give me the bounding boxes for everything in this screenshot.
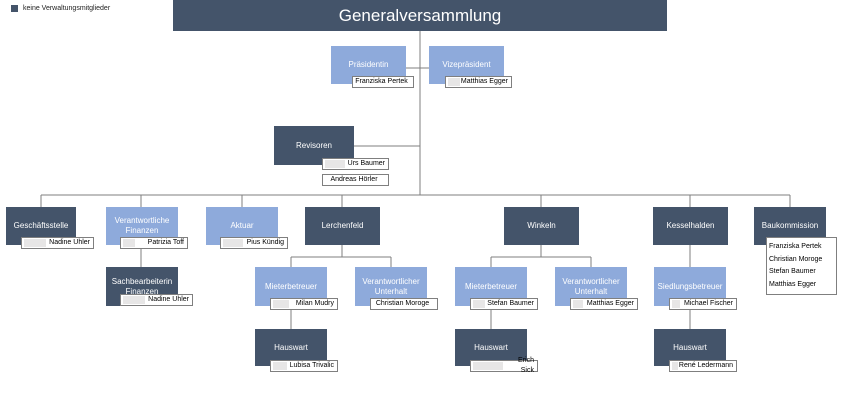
name-spacer	[123, 296, 145, 304]
winkeln-mieterbetreuer-name: Stefan Baumer	[487, 300, 534, 307]
lerchenfeld-unterhalt-name: Christian Moroge	[375, 300, 430, 307]
name-spacer	[473, 362, 503, 370]
kesselhalden-hauswart-box: Hauswart	[654, 329, 726, 366]
legend-swatch	[11, 5, 18, 12]
praesidentin-name-tag: Franziska Pertek	[352, 76, 414, 88]
kesselhalden-siedlungsbetreuer-name: Michael Fischer	[683, 300, 733, 307]
winkeln-unterhalt-name: Matthias Egger	[586, 300, 634, 307]
revisor-name-1: Urs Baumer	[347, 160, 385, 167]
lerchenfeld-hauswart-box: Hauswart	[255, 329, 327, 366]
kesselhalden-hauswart-name-tag: René Ledermann	[669, 360, 737, 372]
kesselhalden-siedlungsbetreuer-name-tag: Michael Fischer	[669, 298, 737, 310]
winkeln-box: Winkeln	[504, 207, 579, 245]
sachbearbeiterin-name-tag: Nadine Uhler	[120, 294, 193, 306]
winkeln-hauswart-name: Erich Sick	[518, 357, 534, 374]
winkeln-unterhalt-name-tag: Matthias Egger	[570, 298, 638, 310]
legend: keine Verwaltungsmitglieder	[11, 5, 110, 12]
geschaeftsstelle-name-tag: Nadine Uhler	[21, 237, 94, 249]
lerchenfeld-hauswart-name-tag: Lubisa Trivalic	[270, 360, 338, 372]
aktuar-name: Pius Kündig	[246, 239, 284, 246]
name-spacer	[672, 300, 680, 308]
name-spacer	[273, 300, 289, 308]
winkeln-hauswart-name-tag: Erich Sick	[470, 357, 538, 374]
revisoren-name-tag-2: Andreas Hörler	[322, 174, 389, 186]
name-spacer	[273, 362, 287, 370]
name-spacer	[448, 78, 460, 86]
kesselhalden-box: Kesselhalden	[653, 207, 728, 245]
lerchenfeld-hauswart-name: Lubisa Trivalic	[289, 362, 334, 369]
aktuar-name-tag: Pius Kündig	[220, 237, 288, 249]
name-spacer	[123, 239, 135, 247]
kesselhalden-hauswart-name: René Ledermann	[678, 362, 733, 369]
praesidentin-name: Franziska Pertek	[355, 78, 408, 85]
sachbearbeiterin-name: Nadine Uhler	[148, 296, 189, 303]
baukommission-member: Stefan Baumer	[769, 268, 816, 275]
baukommission-member: Matthias Egger	[769, 280, 817, 288]
generalversammlung-box: Generalversammlung	[173, 0, 667, 31]
name-spacer	[325, 160, 345, 168]
lerchenfeld-mieterbetreuer-name-tag: Milan Mudry	[270, 298, 338, 310]
name-spacer	[672, 362, 678, 370]
winkeln-hauswart-box: Hauswart	[455, 329, 527, 366]
name-spacer	[473, 300, 485, 308]
baukommission-member: Christian Moroge	[769, 255, 823, 263]
vizepraesident-name-tag: Matthias Egger	[445, 76, 512, 88]
lerchenfeld-box: Lerchenfeld	[305, 207, 380, 245]
lerchenfeld-unterhalt-name-tag: Christian Moroge	[370, 298, 438, 310]
geschaeftsstelle-name: Nadine Uhler	[49, 239, 90, 246]
baukommission-members-list: Franziska Pertek Christian Moroge Stefan…	[766, 237, 837, 295]
name-spacer	[573, 300, 583, 308]
lerchenfeld-mieterbetreuer-name: Milan Mudry	[295, 300, 334, 307]
baukommission-member: Franziska Pertek	[769, 243, 822, 250]
winkeln-mieterbetreuer-name-tag: Stefan Baumer	[470, 298, 538, 310]
finanzen-name-tag: Patrizia Toff	[120, 237, 188, 249]
vizepraesident-name: Matthias Egger	[460, 78, 508, 85]
name-spacer	[223, 239, 243, 247]
legend-label: keine Verwaltungsmitglieder	[23, 5, 111, 12]
finanzen-name: Patrizia Toff	[147, 239, 184, 246]
revisor-name-2: Andreas Hörler	[330, 176, 378, 183]
name-spacer	[24, 239, 46, 247]
revisoren-name-tag-1: Urs Baumer	[322, 158, 389, 170]
